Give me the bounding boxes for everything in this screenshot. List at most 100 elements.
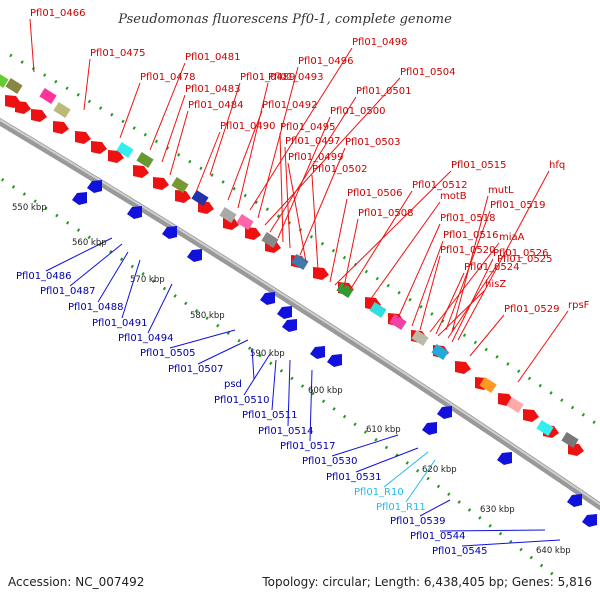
forward-gene-label[interactable]: motB <box>440 191 467 202</box>
forward-gene-label[interactable]: mutL <box>488 185 514 196</box>
scale-label: 580 kbp <box>190 311 225 321</box>
gene-block <box>291 254 309 270</box>
reverse-gene-label[interactable]: Pfl01_0530 <box>302 456 358 467</box>
forward-gene-label[interactable]: Pfl01_0526 <box>493 248 549 259</box>
forward-label-leader <box>169 110 189 176</box>
genome-backbone-highlight <box>0 118 600 506</box>
reverse-gene-label[interactable]: Pfl01_0486 <box>16 271 72 282</box>
forward-gene-label[interactable]: Pfl01_0518 <box>440 213 496 224</box>
forward-gene-label[interactable]: Pfl01_0496 <box>298 56 354 67</box>
forward-gene-label[interactable]: Pfl01_0495 <box>280 122 336 133</box>
reverse-gene-arrow <box>437 406 452 419</box>
reverse-gene-label[interactable]: Pfl01_0487 <box>40 286 96 297</box>
forward-gene-label[interactable]: rpsF <box>568 300 590 311</box>
reverse-label-leader <box>97 251 129 303</box>
forward-gene-label[interactable]: Pfl01_0493 <box>268 72 324 83</box>
forward-gene-arrow <box>53 121 69 134</box>
gene-block <box>561 432 579 448</box>
forward-label-leader <box>445 210 491 331</box>
forward-gene-label[interactable]: Pfl01_0516 <box>443 230 499 241</box>
forward-label-leader <box>227 110 263 201</box>
reverse-gene-arrow <box>87 180 102 193</box>
reverse-label-leader <box>251 347 255 380</box>
forward-gene-arrow <box>108 150 124 163</box>
reverse-gene-label[interactable]: Pfl01_0531 <box>326 472 382 483</box>
reverse-gene-label[interactable]: Pfl01_0511 <box>242 410 298 421</box>
rna-gene-label[interactable]: Pfl01_R10 <box>354 487 404 498</box>
reverse-gene-label[interactable]: Pfl01_0505 <box>140 348 196 359</box>
forward-gene-label[interactable]: Pfl01_0524 <box>464 262 520 273</box>
forward-gene-arrow <box>91 141 107 154</box>
reverse-label-leader <box>69 243 123 287</box>
forward-gene-label[interactable]: hfq <box>549 160 565 171</box>
forward-gene-label[interactable]: Pfl01_0515 <box>451 160 507 171</box>
reverse-label-leader <box>243 353 271 396</box>
forward-gene-label[interactable]: Pfl01_0499 <box>288 152 344 163</box>
inner-scale-track <box>0 176 561 582</box>
reverse-gene-arrow <box>187 249 202 262</box>
reverse-gene-arrow <box>310 346 325 359</box>
reverse-gene-arrow <box>282 319 297 332</box>
gene-block <box>506 397 524 413</box>
gene-block <box>369 302 387 318</box>
genome-backbone <box>0 117 600 511</box>
forward-gene-label[interactable]: Pfl01_0490 <box>220 121 276 132</box>
reverse-gene-label[interactable]: psd <box>224 379 242 390</box>
scale-label: 550 kbp <box>12 203 47 213</box>
forward-gene-label[interactable]: hisZ <box>485 279 506 290</box>
reverse-gene-label[interactable]: Pfl01_0494 <box>118 333 174 344</box>
reverse-gene-label[interactable]: Pfl01_0488 <box>68 302 124 313</box>
forward-gene-label[interactable]: Pfl01_0525 <box>497 254 553 265</box>
forward-gene-label[interactable]: Pfl01_0483 <box>185 84 241 95</box>
accession-text: Accession: NC_007492 <box>8 575 144 589</box>
reverse-gene-label[interactable]: Pfl01_0491 <box>92 318 148 329</box>
reverse-gene-arrow <box>162 226 177 239</box>
forward-gene-label[interactable]: Pfl01_0501 <box>356 86 412 97</box>
scale-label: 590 kbp <box>250 349 285 359</box>
forward-label-leader <box>161 94 186 163</box>
forward-gene-label[interactable]: Pfl01_0520 <box>440 245 496 256</box>
reverse-gene-label[interactable]: Pfl01_0544 <box>410 531 466 542</box>
reverse-label-leader <box>419 499 451 517</box>
forward-gene-label[interactable]: Pfl01_0506 <box>347 188 403 199</box>
forward-gene-label[interactable]: Pfl01_0481 <box>185 52 241 63</box>
rna-gene-label[interactable]: Pfl01_R11 <box>376 502 426 513</box>
forward-label-leader <box>287 162 307 263</box>
reverse-gene-label[interactable]: Pfl01_0510 <box>214 395 270 406</box>
reverse-gene-label[interactable]: Pfl01_0517 <box>280 441 336 452</box>
forward-gene-label[interactable]: Pfl01_0498 <box>352 37 408 48</box>
gene-block <box>39 88 57 104</box>
forward-gene-arrow <box>15 101 31 114</box>
forward-gene-label[interactable]: Pfl01_0497 <box>285 136 341 147</box>
reverse-label-leader <box>309 369 313 442</box>
forward-gene-label[interactable]: Pfl01_0502 <box>312 164 368 175</box>
forward-label-leader <box>457 170 550 341</box>
forward-gene-label[interactable]: Pfl01_0512 <box>412 180 468 191</box>
forward-label-leader <box>119 82 141 139</box>
forward-gene-label[interactable]: miaA <box>499 232 525 243</box>
reverse-gene-label[interactable]: Pfl01_0514 <box>258 426 314 437</box>
reverse-gene-arrow <box>582 514 597 527</box>
forward-label-leader <box>397 223 441 319</box>
reverse-gene-label[interactable]: Pfl01_0539 <box>390 516 446 527</box>
reverse-gene-label[interactable]: Pfl01_0545 <box>432 546 488 557</box>
forward-gene-label[interactable]: Pfl01_0519 <box>490 200 546 211</box>
gene-block <box>236 214 254 230</box>
reverse-label-leader <box>355 447 419 473</box>
reverse-gene-arrow <box>277 306 292 319</box>
forward-gene-label[interactable]: Pfl01_0508 <box>358 208 414 219</box>
reverse-gene-arrow <box>497 452 512 465</box>
forward-gene-label[interactable]: Pfl01_0504 <box>400 67 456 78</box>
forward-gene-label[interactable]: Pfl01_0492 <box>262 100 318 111</box>
forward-gene-label[interactable]: Pfl01_0478 <box>140 72 196 83</box>
forward-gene-label[interactable]: Pfl01_0500 <box>330 106 386 117</box>
forward-gene-label[interactable]: Pfl01_0503 <box>345 137 401 148</box>
forward-gene-label[interactable]: Pfl01_0466 <box>30 8 86 19</box>
forward-gene-label[interactable]: Pfl01_0489 <box>240 72 296 83</box>
reverse-gene-label[interactable]: Pfl01_0507 <box>168 364 224 375</box>
forward-label-leader <box>257 66 299 219</box>
forward-gene-arrow <box>133 165 149 178</box>
forward-gene-label[interactable]: Pfl01_0475 <box>90 48 146 59</box>
forward-gene-label[interactable]: Pfl01_0529 <box>504 304 560 315</box>
forward-gene-label[interactable]: Pfl01_0484 <box>188 100 244 111</box>
